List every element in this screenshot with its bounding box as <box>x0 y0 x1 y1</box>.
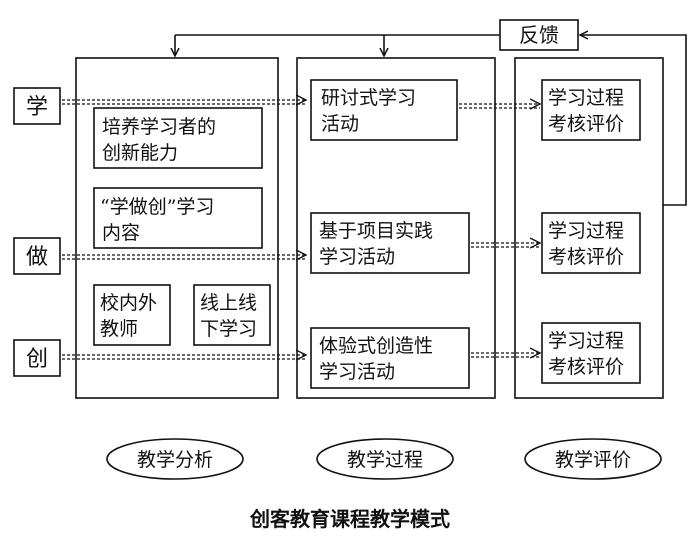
input-do-label: 做 <box>26 245 48 270</box>
analysis-box-innovation <box>93 107 263 169</box>
label-ellipse-analysis <box>106 438 244 480</box>
evaluation-box-3-line1: 学习过程 <box>548 330 624 352</box>
process-box-project-line2: 学习活动 <box>319 246 395 268</box>
column-label-analysis: 教学分析 <box>137 449 213 471</box>
flow-arrow-do <box>62 255 306 259</box>
flow-arrow-eval-2 <box>471 243 540 247</box>
flow-arrow-eval-1 <box>459 104 540 108</box>
analysis-box-content-line2: 内容 <box>102 222 140 244</box>
diagram-caption: 创客教育课程教学模式 <box>249 507 450 531</box>
analysis-box-innovation-line2: 创新能力 <box>102 142 178 164</box>
label-ellipse-evaluation <box>524 438 662 480</box>
feedback-label: 反馈 <box>519 23 559 47</box>
analysis-box-online-line2: 下学习 <box>200 318 257 340</box>
process-box-seminar-line1: 研讨式学习 <box>321 87 416 109</box>
column-label-evaluation: 教学评价 <box>555 449 631 471</box>
input-create-label: 创 <box>26 347 48 372</box>
evaluation-box-2-line1: 学习过程 <box>548 220 624 242</box>
evaluation-box-2 <box>541 212 641 274</box>
analysis-box-content-line1: “学做创”学习 <box>100 196 214 218</box>
analysis-column <box>75 57 279 399</box>
analysis-box-content <box>93 187 263 249</box>
process-box-seminar-line2: 活动 <box>321 113 359 135</box>
input-box-learn <box>13 87 61 125</box>
process-box-experiential-line1: 体验式创造性 <box>319 335 433 357</box>
process-box-experiential-line2: 学习活动 <box>319 361 395 383</box>
evaluation-box-3-line2: 考核评价 <box>548 356 624 378</box>
analysis-box-online-line1: 线上线 <box>200 292 257 314</box>
feedback-box <box>499 19 579 51</box>
analysis-box-teachers <box>93 284 171 346</box>
evaluation-column <box>514 57 664 399</box>
evaluation-box-1-line2: 考核评价 <box>548 113 624 135</box>
process-box-experiential <box>310 327 470 389</box>
evaluation-box-2-line2: 考核评价 <box>548 246 624 268</box>
analysis-box-teachers-line1: 校内外 <box>100 292 157 314</box>
flow-arrow-learn <box>62 100 306 104</box>
evaluation-box-3 <box>541 322 641 384</box>
evaluation-box-1 <box>541 79 641 141</box>
column-label-process: 教学过程 <box>347 449 423 471</box>
flow-arrow-create <box>62 355 306 359</box>
analysis-box-online <box>193 284 271 346</box>
process-box-project <box>310 212 470 274</box>
process-box-project-line1: 基于项目实践 <box>319 220 433 242</box>
evaluation-box-1-line1: 学习过程 <box>548 87 624 109</box>
process-column <box>296 57 496 399</box>
input-box-do <box>13 237 61 275</box>
input-learn-label: 学 <box>26 95 48 120</box>
label-ellipse-process <box>316 438 454 480</box>
feedback-return-line <box>580 35 687 206</box>
analysis-box-innovation-line1: 培养学习者的 <box>102 116 216 138</box>
flow-arrow-eval-3 <box>471 353 540 357</box>
process-box-seminar <box>310 79 458 141</box>
analysis-box-teachers-line2: 教师 <box>100 318 138 340</box>
input-box-create <box>13 339 61 377</box>
